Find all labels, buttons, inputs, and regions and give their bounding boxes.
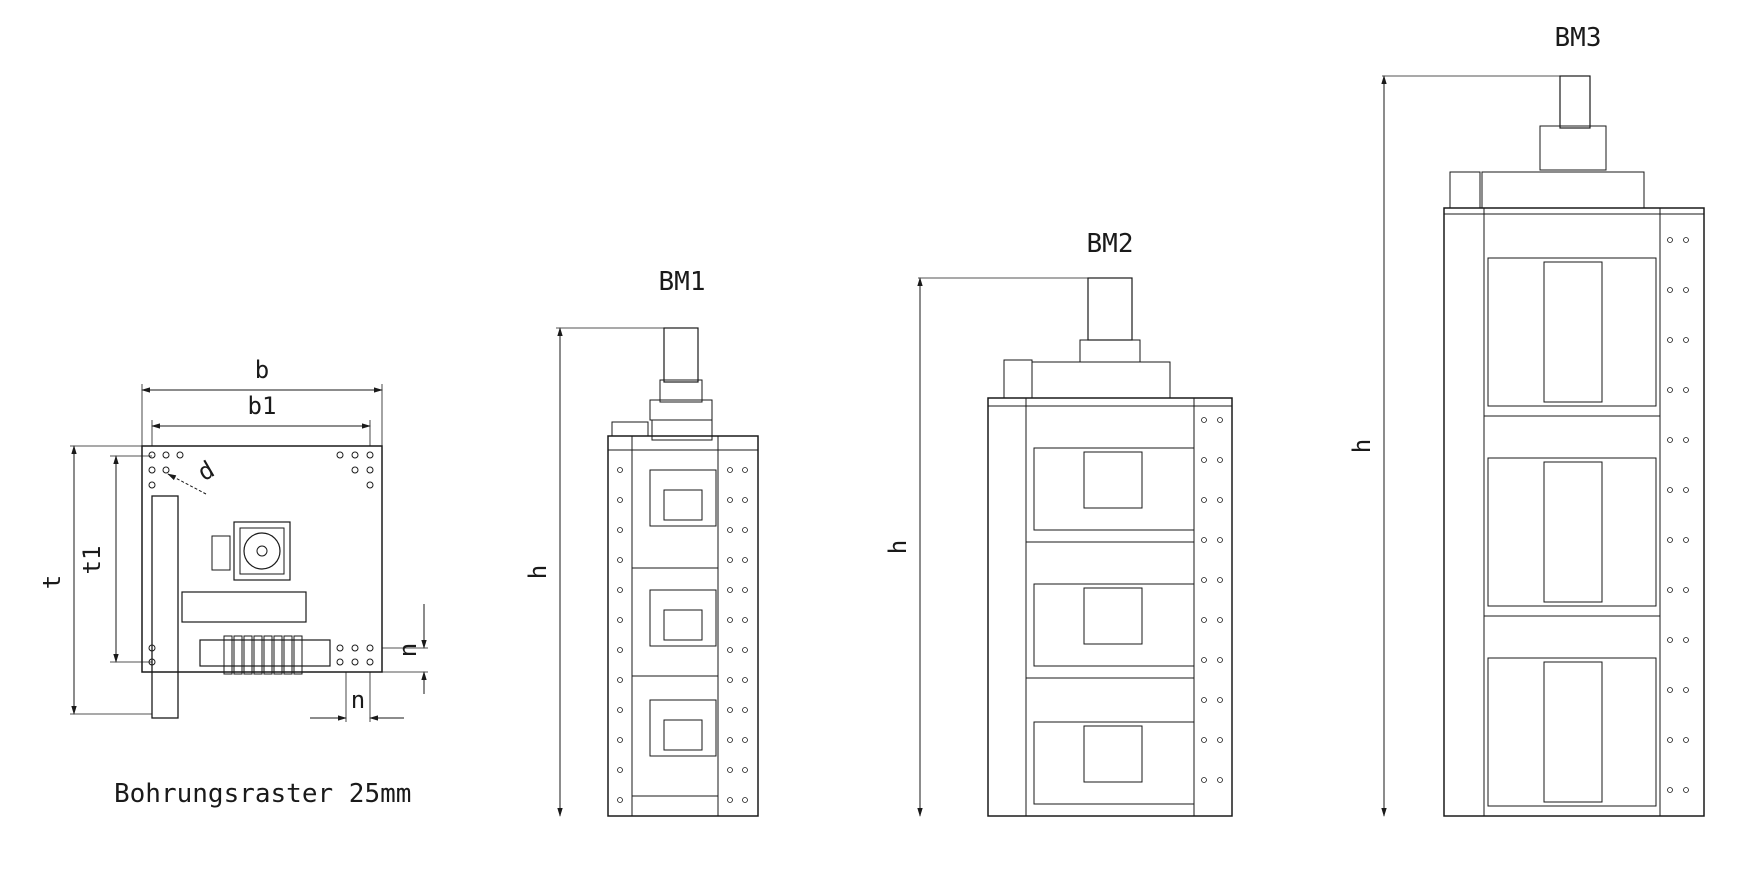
dimension-d xyxy=(167,473,207,495)
plate-holes xyxy=(148,451,374,666)
label-d: d xyxy=(193,455,220,486)
bm3-frame xyxy=(1443,207,1705,817)
bm2-stack-2 xyxy=(1026,583,1195,679)
bm3-stack-3 xyxy=(1487,657,1657,807)
bm3-stack-1 xyxy=(1484,257,1660,417)
mounting-rail xyxy=(151,495,179,719)
cable-duct xyxy=(181,591,307,623)
bm3-label-h: h xyxy=(1348,439,1376,453)
label-t: t xyxy=(38,575,66,589)
bm1-stack-3 xyxy=(632,699,718,797)
bm2-stack-1 xyxy=(1026,447,1195,543)
bm2-stack-3 xyxy=(1033,721,1195,805)
label-n-vertical: n xyxy=(394,643,422,657)
bm3-title: BM3 xyxy=(1555,23,1602,53)
bm1-stack-2 xyxy=(632,589,718,677)
motor-flange xyxy=(233,521,291,581)
module-bm2: BM2 h xyxy=(884,229,1233,817)
grid-caption: Bohrungsraster 25mm xyxy=(114,779,411,809)
bm2-label-h: h xyxy=(884,540,912,554)
bm2-frame xyxy=(987,397,1233,817)
bm1-stack-1 xyxy=(632,469,718,569)
module-bm1: BM1 h xyxy=(524,267,759,817)
bm1-frame xyxy=(607,435,759,817)
bm3-stack-2 xyxy=(1484,457,1660,617)
bm1-motor xyxy=(663,327,699,383)
label-b: b xyxy=(255,356,269,384)
plan-view: b b1 t t1 d n n Bohrungsraster 25mm xyxy=(38,356,428,809)
label-b1: b1 xyxy=(248,392,277,420)
terminal-block xyxy=(199,639,331,667)
module-bm3: BM3 h xyxy=(1348,23,1705,817)
bm2-motor xyxy=(1087,277,1133,341)
bm1-title: BM1 xyxy=(659,267,706,297)
bm1-label-h: h xyxy=(524,565,552,579)
bm3-motor xyxy=(1559,75,1591,129)
label-n-horizontal: n xyxy=(351,686,365,714)
label-t1: t1 xyxy=(78,546,106,575)
bm2-title: BM2 xyxy=(1087,229,1134,259)
